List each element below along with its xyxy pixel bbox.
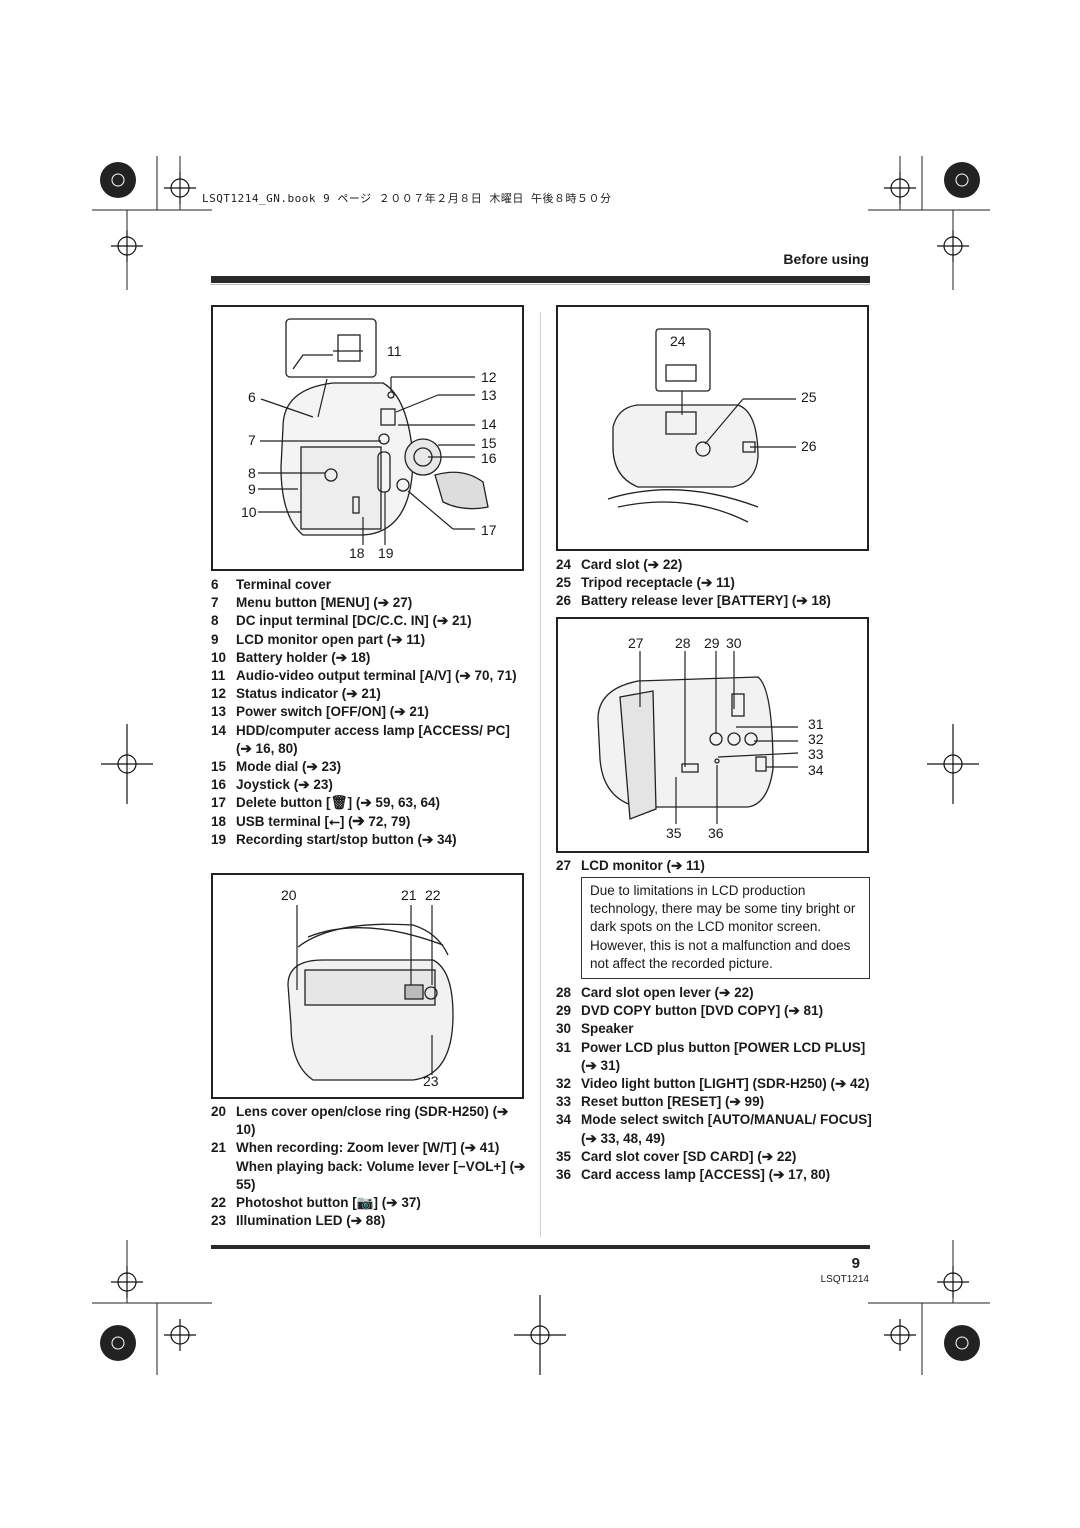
camcorder-bottom-illustration bbox=[607, 328, 796, 523]
callout-28: 28 bbox=[675, 635, 691, 651]
callout-36: 36 bbox=[708, 825, 724, 841]
callout-13: 13 bbox=[481, 387, 497, 403]
callout-29: 29 bbox=[704, 635, 720, 651]
camcorder-side-illustration bbox=[258, 318, 489, 545]
callout-22: 22 bbox=[425, 887, 441, 903]
callout-34: 34 bbox=[808, 762, 824, 778]
figure-camcorder-top: 20 21 22 23 bbox=[211, 873, 524, 1099]
figure-camcorder-bottom: 24 25 26 bbox=[556, 305, 869, 551]
callout-7: 7 bbox=[248, 432, 256, 448]
callout-15: 15 bbox=[481, 435, 497, 451]
callout-20: 20 bbox=[281, 887, 297, 903]
bottom-rule bbox=[211, 1245, 870, 1249]
top-rule bbox=[211, 276, 870, 285]
callout-12: 12 bbox=[481, 369, 497, 385]
column-divider bbox=[540, 312, 541, 1237]
callout-17: 17 bbox=[481, 522, 497, 538]
camcorder-top-illustration bbox=[287, 905, 454, 1081]
callout-32: 32 bbox=[808, 731, 824, 747]
callout-26: 26 bbox=[801, 438, 817, 454]
page-number: 9 bbox=[851, 1255, 860, 1272]
callout-10: 10 bbox=[241, 504, 257, 520]
figure-camcorder-lcd-open: 27 28 29 30 31 32 33 34 35 36 bbox=[556, 617, 869, 853]
callout-21: 21 bbox=[401, 887, 417, 903]
callout-16: 16 bbox=[481, 450, 497, 466]
callout-11: 11 bbox=[387, 343, 402, 359]
print-header: LSQT1214_GN.book 9 ページ ２００７年２月８日 木曜日 午後８… bbox=[202, 192, 612, 205]
callout-6: 6 bbox=[248, 389, 256, 405]
figure-camcorder-side: 11 12 6 13 14 7 15 16 8 9 10 17 18 19 bbox=[211, 305, 524, 571]
lcd-note: Due to limitations in LCD production tec… bbox=[581, 877, 870, 979]
callout-19: 19 bbox=[378, 545, 394, 561]
callout-9: 9 bbox=[248, 481, 256, 497]
callout-30: 30 bbox=[726, 635, 742, 651]
callout-14: 14 bbox=[481, 416, 497, 432]
section-title: Before using bbox=[783, 251, 869, 267]
callout-31: 31 bbox=[808, 716, 824, 732]
callout-24: 24 bbox=[670, 333, 686, 349]
callout-27: 27 bbox=[628, 635, 644, 651]
callout-23: 23 bbox=[423, 1073, 439, 1089]
callout-25: 25 bbox=[801, 389, 817, 405]
callout-8: 8 bbox=[248, 465, 256, 481]
callout-33: 33 bbox=[808, 746, 824, 762]
callout-35: 35 bbox=[666, 825, 682, 841]
document-code: LSQT1214 bbox=[820, 1274, 869, 1285]
callout-18: 18 bbox=[349, 545, 365, 561]
camcorder-lcd-open-illustration bbox=[597, 651, 799, 824]
